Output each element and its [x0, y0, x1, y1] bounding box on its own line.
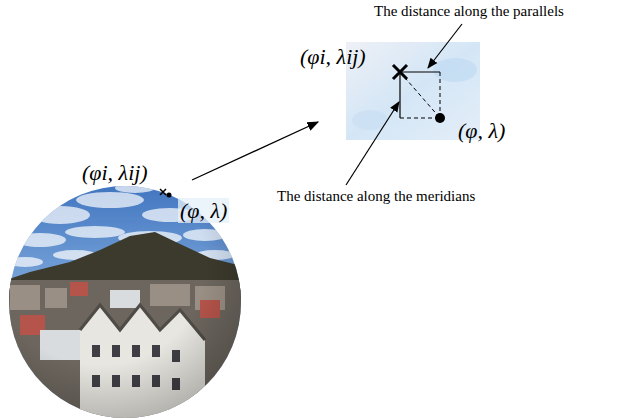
- leader-arrow: [428, 24, 462, 68]
- coordinate-label: (φi, λij): [80, 160, 150, 185]
- dashed-edge: [440, 72, 441, 118]
- meridian-segment: [399, 72, 400, 118]
- dashed-edge: [400, 118, 440, 119]
- annotation-text: The distance along the meridians: [275, 188, 477, 205]
- cross-mark: [393, 65, 407, 79]
- point-dot: [167, 193, 172, 198]
- leader-arrow: [346, 102, 399, 185]
- zoom-arrow: [192, 122, 318, 180]
- point-dot: [435, 113, 445, 123]
- sphere-photo: [0, 180, 250, 418]
- coordinate-label: (φ, λ): [456, 118, 507, 143]
- parallel-segment: [400, 71, 440, 72]
- coordinate-label: (φ, λ): [178, 198, 229, 223]
- coordinate-label: (φi, λij): [298, 44, 368, 69]
- cross-mark: [160, 189, 166, 195]
- annotation-text: The distance along the parallels: [372, 3, 566, 20]
